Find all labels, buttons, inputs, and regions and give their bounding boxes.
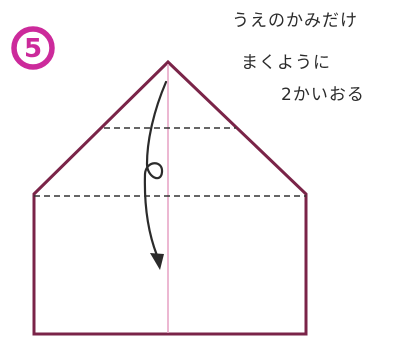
step-number: 5 (24, 34, 42, 64)
instruction-line-2: まくように (241, 53, 331, 73)
step-badge: 5 (11, 26, 55, 70)
circled-number-icon (11, 26, 55, 70)
paper-outline (32, 59, 308, 336)
fold-arrow-icon (143, 80, 168, 270)
instruction-line-1: うえのかみだけ (232, 11, 358, 31)
fold-arrow-curve (143, 80, 168, 260)
fold-arrow-head (150, 253, 164, 270)
instruction-line-3: 2かいおる (281, 85, 365, 105)
